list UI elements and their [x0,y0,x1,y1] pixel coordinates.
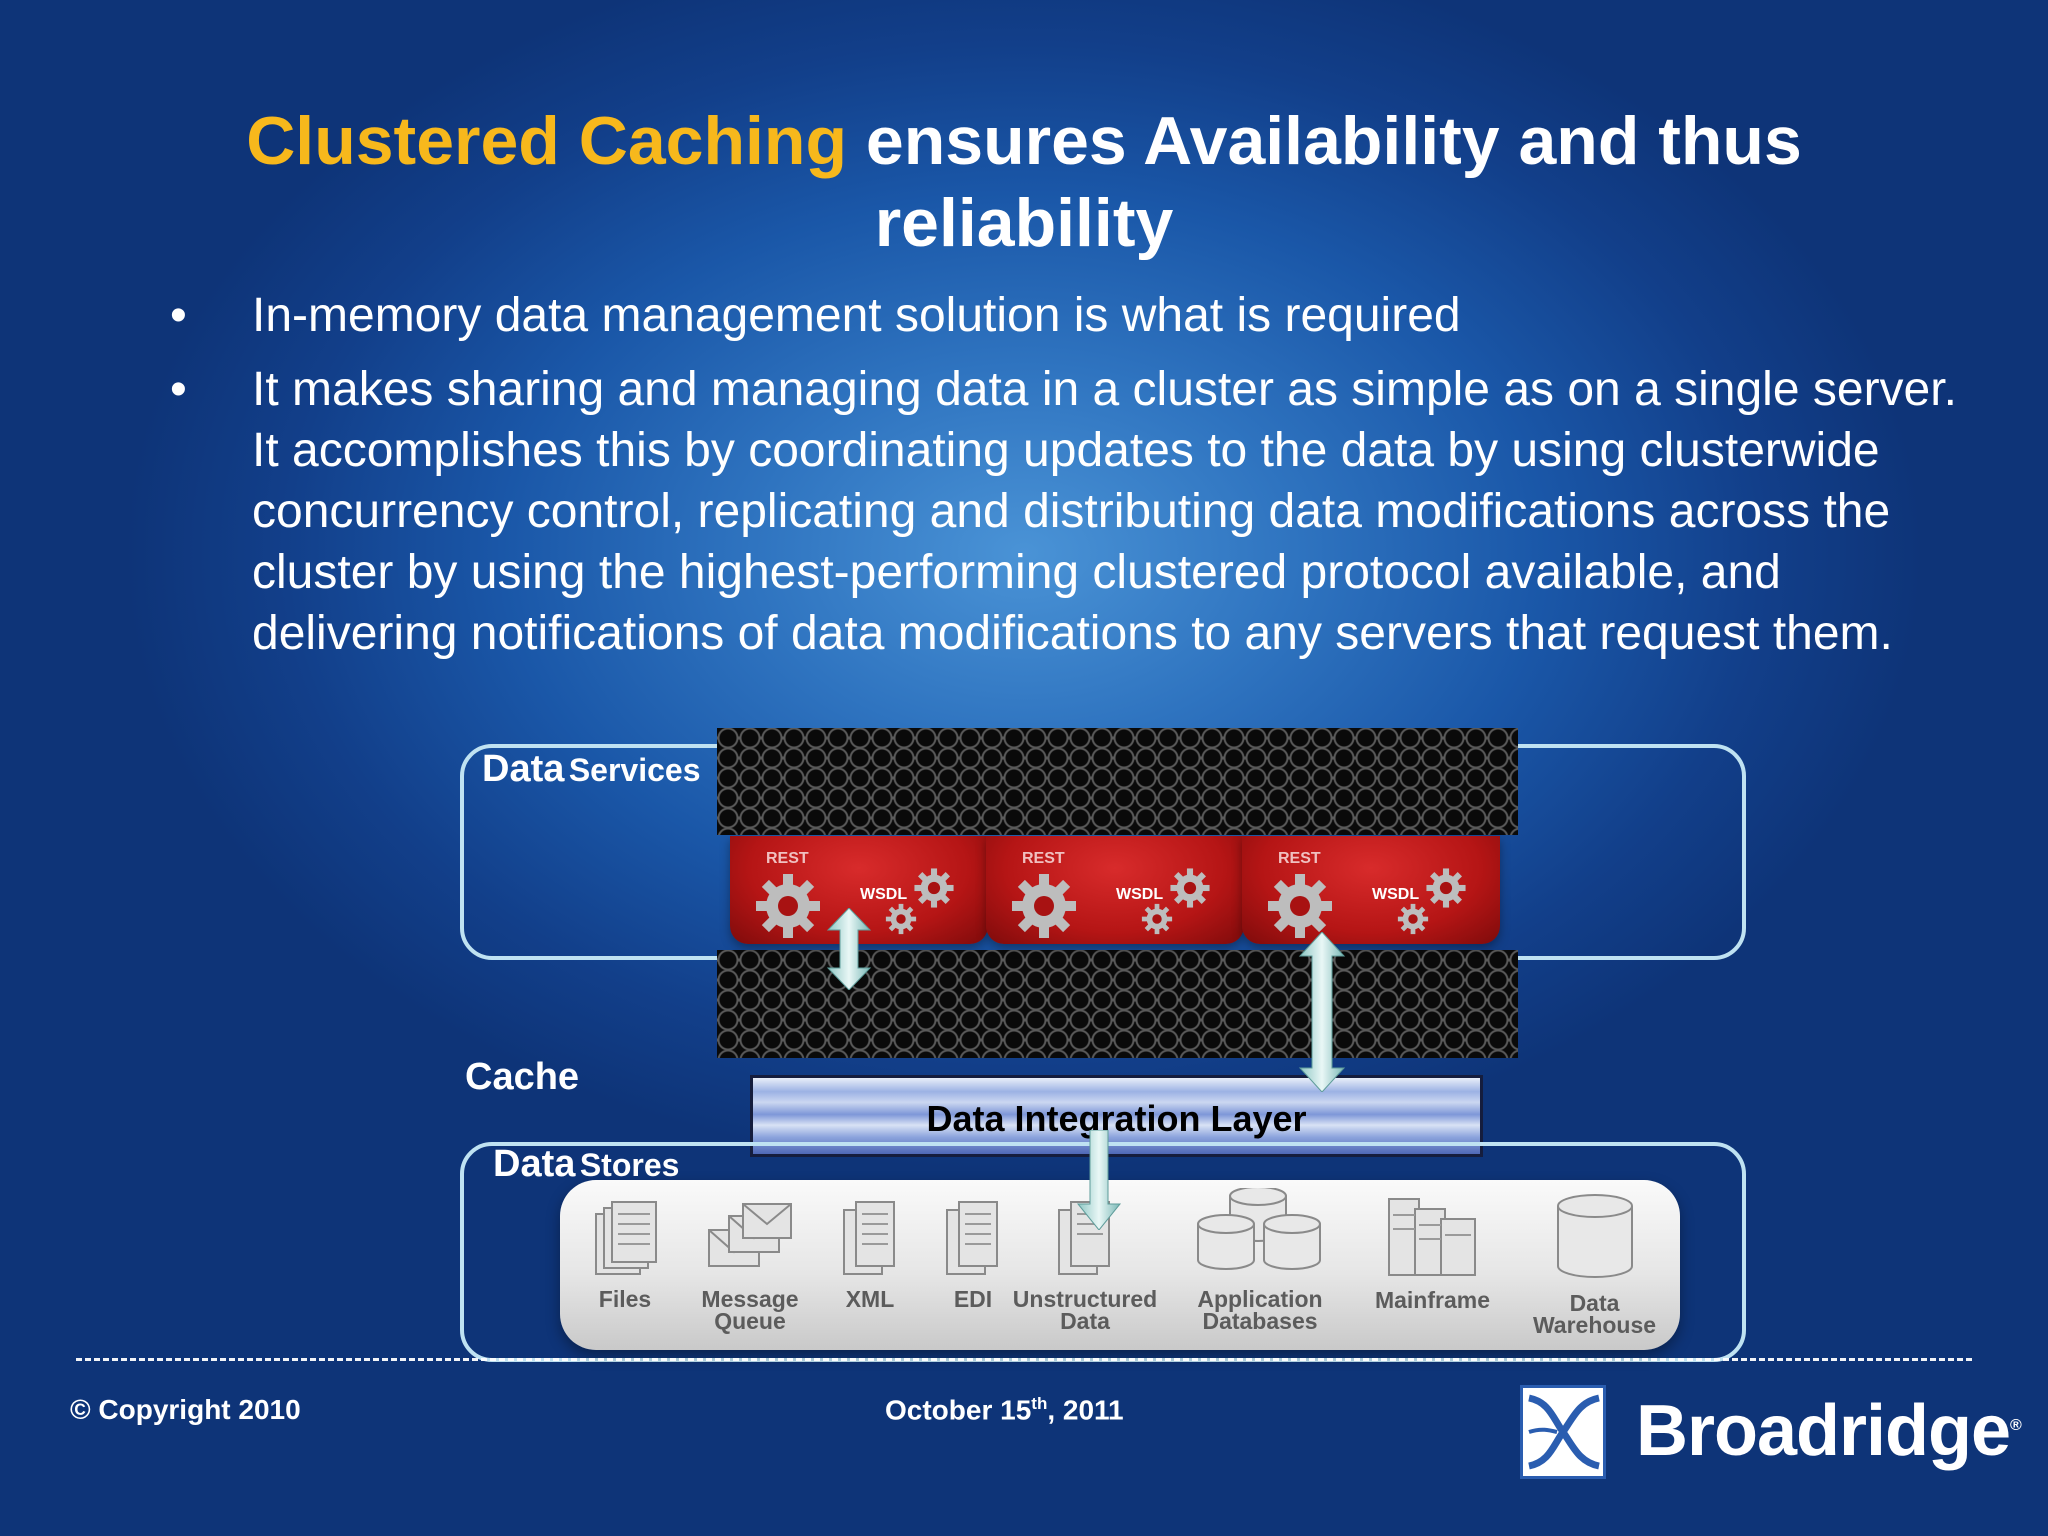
gear-icon [914,868,954,908]
files-icon [595,1201,657,1275]
gear-icon [1397,903,1429,935]
bullet-marker: • [170,289,187,342]
gear-icon [1170,868,1210,908]
gear-icon [1141,903,1173,935]
double-arrow-icon [826,908,872,990]
mainframe-icon [1387,1198,1476,1276]
broadridge-logo-text: Broadridge® [1636,1391,2022,1471]
data-services-label: Data Services [482,748,701,790]
bullet-item: • It makes sharing and managing data in … [170,359,1970,664]
gear-icon [885,903,917,935]
data-integration-layer-label: Data Integration Layer [926,1098,1307,1139]
footer-divider [76,1358,1972,1361]
bullet-list: • In-memory data management solution is … [170,285,1970,677]
title-rest: ensures Availability and thus [865,103,1802,179]
bullet-text: It makes sharing and managing data in a … [252,363,1957,660]
store-mainframe: Mainframe [1370,1195,1495,1312]
title-line2: reliability [874,185,1174,261]
gear-icon [756,874,820,938]
bullet-marker: • [170,363,187,416]
service-block: REST WSDL [1242,836,1500,944]
data-stores-label: Data Stores [493,1143,680,1185]
footer-date: October 15th, 2011 [885,1394,1124,1426]
slide-title: Clustered Caching ensures Availability a… [120,100,1928,264]
down-arrow-icon [1076,1130,1122,1230]
cluster-hex-panel-top [717,728,1518,835]
broadridge-logo-mark [1520,1385,1606,1479]
title-accent: Clustered Caching [246,103,847,179]
gear-icon [1268,874,1332,938]
database-icon [1197,1188,1321,1270]
xml-icon [843,1201,895,1275]
gear-icon [1426,868,1466,908]
bullet-item: • In-memory data management solution is … [170,285,1970,346]
service-block: REST WSDL [730,836,988,944]
bullet-text: In-memory data management solution is wh… [252,289,1461,342]
cache-label: Cache [465,1056,580,1098]
double-arrow-icon [1298,932,1346,1092]
message-queue-icon [708,1203,792,1267]
store-edi: EDI [928,1200,1018,1311]
copyright-text: © Copyright 2010 [70,1394,301,1425]
store-files: Files [575,1200,675,1311]
service-block: REST WSDL [986,836,1244,944]
edi-icon [946,1201,998,1275]
gear-icon [1012,874,1076,938]
logo-icon [1528,1394,1600,1470]
data-warehouse-icon [1556,1194,1633,1278]
store-xml: XML [825,1200,915,1311]
